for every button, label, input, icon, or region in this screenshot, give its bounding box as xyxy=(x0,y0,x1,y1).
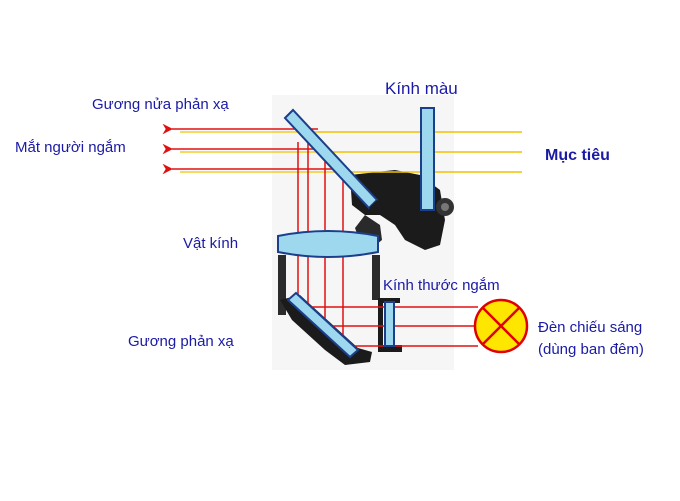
reticle-glass xyxy=(384,301,395,347)
label-reticle-glass: Kính thước ngắm xyxy=(383,277,500,294)
label-target: Mục tiêu xyxy=(545,147,610,164)
label-colored-glass: Kính màu xyxy=(385,79,458,98)
eye-rays xyxy=(162,123,345,175)
label-lamp-line1: Đèn chiếu sáng xyxy=(538,319,642,336)
half-mirror xyxy=(283,108,383,215)
label-objective-lens: Vật kính xyxy=(183,235,238,252)
label-half-mirror: Gương nửa phản xạ xyxy=(92,96,229,113)
label-lamp-line2: (dùng ban đêm) xyxy=(538,341,644,358)
colored-glass xyxy=(420,107,435,211)
label-observer-eye: Mắt người ngắm xyxy=(15,139,126,156)
lamp-symbol xyxy=(473,298,529,354)
label-reflecting-mirror: Gương phản xạ xyxy=(128,333,234,350)
objective-lens xyxy=(277,230,379,258)
reflecting-mirror xyxy=(286,291,360,359)
eye-rays-yellow-core xyxy=(180,131,345,173)
